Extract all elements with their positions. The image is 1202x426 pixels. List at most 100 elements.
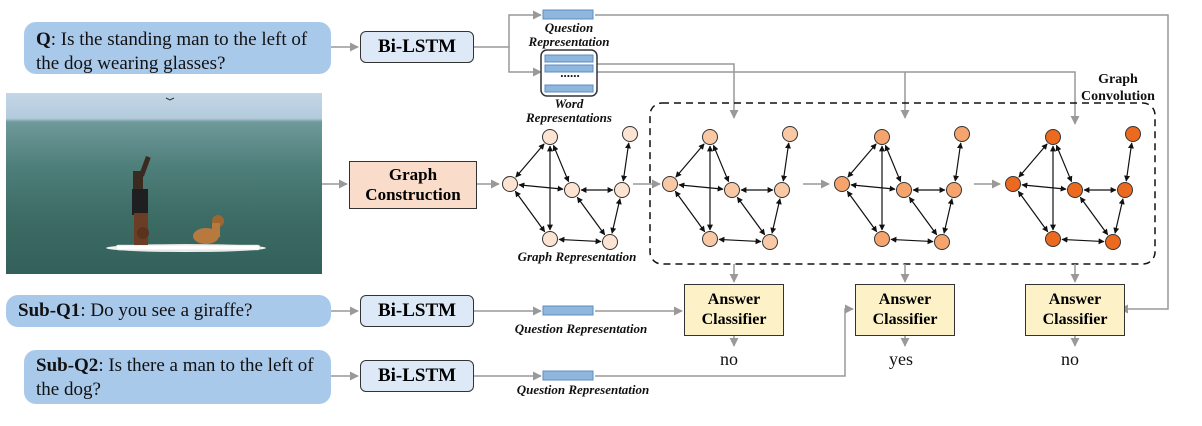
graph-edge	[846, 190, 878, 233]
answer-classifier-line2: Classifier	[872, 311, 938, 328]
graph-2	[662, 126, 798, 250]
bilstm-module-question: Bi-LSTM	[360, 31, 474, 63]
sub-question-1-box: Sub-Q1: Do you see a giraffe?	[6, 295, 331, 327]
graph-edge	[847, 143, 877, 178]
graph-node	[1045, 129, 1061, 145]
graph-node	[1067, 182, 1083, 198]
graph-4	[1005, 126, 1141, 250]
bilstm-label: Bi-LSTM	[377, 300, 457, 321]
label-line: Question	[544, 20, 594, 35]
graph-node	[954, 126, 970, 142]
graph-edge	[514, 190, 546, 233]
scene-photo	[6, 93, 322, 274]
graph-edge	[850, 182, 896, 192]
label-line: Graph	[1098, 72, 1138, 87]
graph-edge	[1018, 143, 1048, 178]
graph-construction-module: Graph Construction	[349, 161, 477, 209]
graph-edge	[1017, 190, 1049, 233]
answer-classifier-line1: Answer	[707, 291, 761, 308]
graph-edge	[770, 198, 782, 234]
graph-node	[622, 126, 638, 142]
sub-question-2-text-line1: : Is there a man to the left of	[98, 355, 314, 376]
graph-node	[774, 182, 790, 198]
graph-edge	[908, 196, 938, 236]
graph-edge	[552, 144, 570, 183]
answer-classifier-line1: Answer	[878, 291, 932, 308]
graph-node	[874, 231, 890, 247]
graph-edge	[1021, 182, 1067, 192]
graph-edge	[678, 182, 724, 192]
sub-question-1-tag: Sub-Q1	[18, 300, 81, 321]
graph-edge	[515, 143, 545, 178]
graph-node	[896, 182, 912, 198]
graph-edge	[1079, 196, 1109, 236]
label-line: Word	[554, 96, 584, 111]
label-line: Convolution	[1081, 89, 1155, 104]
sub2-question-representation-label: Question Representation	[516, 382, 650, 397]
graph-edge	[1055, 144, 1073, 183]
graph-node	[762, 234, 778, 250]
graph-edge	[621, 142, 631, 182]
graph-node	[1045, 231, 1061, 247]
graph-edge	[781, 142, 791, 182]
graph-node	[834, 176, 850, 192]
graph-node	[542, 231, 558, 247]
graph-edge	[953, 142, 963, 182]
graph-node	[934, 234, 950, 250]
answer-output-3: no	[1061, 349, 1079, 369]
graph-node	[946, 182, 962, 198]
word-representations-chip	[540, 49, 598, 97]
answer-classifier-line1: Answer	[1048, 291, 1102, 308]
graph-edge	[890, 236, 934, 245]
label-line: Representation	[528, 34, 610, 49]
graph-edge	[736, 196, 766, 236]
graph-node	[614, 182, 630, 198]
graph-node	[542, 129, 558, 145]
sub-question-1-text: : Do you see a giraffe?	[80, 300, 253, 321]
sub-question-2-text-line2: the dog?	[36, 379, 101, 400]
graph-node	[724, 182, 740, 198]
question-representation-label: Question Representation	[522, 21, 616, 49]
answer-classifier-line2: Classifier	[1042, 311, 1108, 328]
graph-edge	[675, 143, 705, 178]
graph-edge	[610, 198, 622, 234]
graph-node	[874, 129, 890, 145]
question-representation-chip-top	[542, 9, 594, 20]
answer-output-2: yes	[889, 349, 913, 369]
graph-edge	[718, 236, 762, 245]
question-representation-chip-sub1	[542, 305, 594, 316]
sub-question-2-tag: Sub-Q2	[36, 355, 99, 376]
sub-question-2-box: Sub-Q2: Is there a man to the left of th…	[24, 350, 331, 404]
question-representation-chip-sub2	[542, 370, 594, 381]
graph-node	[702, 129, 718, 145]
graph-edge	[942, 198, 954, 234]
question-tag: Q	[36, 29, 51, 50]
graph-node	[662, 176, 678, 192]
question-text-line1: : Is the standing man to the left of	[50, 29, 308, 50]
graph-node	[1117, 182, 1133, 198]
graph-edge	[576, 196, 606, 236]
bilstm-module-sub2: Bi-LSTM	[360, 360, 474, 392]
graph-node	[602, 234, 618, 250]
graph-construction-line1: Graph	[388, 165, 438, 184]
graph-node	[564, 182, 580, 198]
graph-edge	[1113, 198, 1125, 234]
bilstm-module-sub1: Bi-LSTM	[360, 295, 474, 327]
answer-classifier-line2: Classifier	[701, 311, 767, 328]
question-box: Q: Is the standing man to the left of th…	[24, 22, 331, 74]
graph-convolution-label: Graph Convolution	[1068, 71, 1168, 105]
graph-node	[502, 176, 518, 192]
graph-edge	[558, 236, 602, 245]
graph-node	[1125, 126, 1141, 142]
graph-construction-line2: Construction	[365, 185, 461, 204]
graph-3	[834, 126, 970, 250]
graph-edge	[518, 182, 564, 192]
graph-edge	[1124, 142, 1134, 182]
graph-edge	[712, 144, 730, 183]
graph-node	[782, 126, 798, 142]
graph-edge	[884, 144, 902, 183]
word-dots: ......	[560, 65, 580, 80]
question-text-line2: the dog wearing glasses?	[36, 53, 226, 74]
